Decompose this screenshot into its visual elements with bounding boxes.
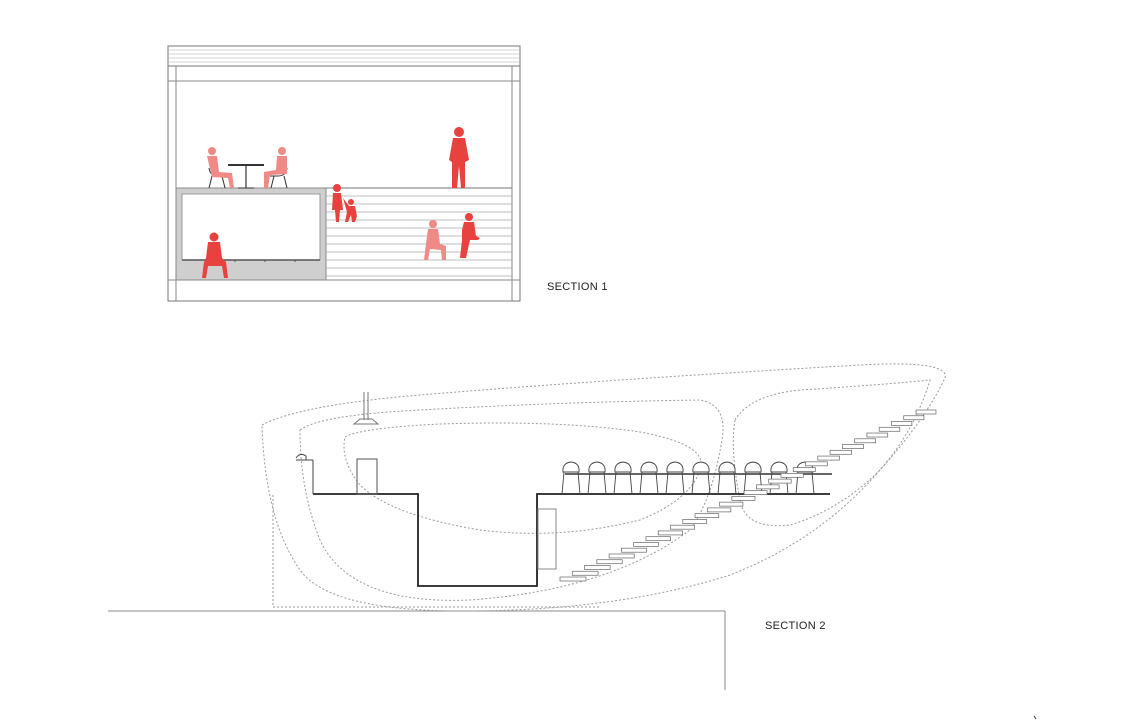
dotted-shell-outer — [261, 363, 946, 612]
chair — [795, 461, 815, 495]
person-adult-child — [332, 184, 357, 222]
stair-tread — [768, 478, 792, 484]
stair-tread — [854, 438, 877, 444]
section-2-drawing — [108, 363, 946, 690]
section-2-label: SECTION 2 — [765, 620, 826, 632]
appliance — [356, 458, 378, 495]
chair — [613, 461, 633, 495]
stair-tread — [841, 444, 864, 449]
stair-tread — [866, 432, 889, 438]
roof-band — [167, 45, 521, 67]
stair-treads — [559, 409, 937, 582]
sunken-room — [175, 187, 327, 281]
chair — [665, 461, 685, 495]
stair-tread — [645, 536, 671, 542]
chair — [561, 461, 581, 495]
chimney — [352, 392, 380, 425]
dotted-room-left — [343, 422, 702, 534]
chair — [717, 461, 737, 495]
person-seated-stairs-1 — [424, 220, 446, 260]
stair-tread — [596, 559, 623, 565]
person-seated-table-left — [207, 147, 234, 188]
person-standing — [449, 127, 469, 188]
person-seated-stairs-2 — [460, 213, 480, 258]
stair-tread — [756, 484, 780, 490]
stair-tread — [915, 409, 937, 415]
chair — [587, 461, 607, 495]
stair-lines — [326, 195, 512, 277]
stair-tread — [903, 415, 925, 421]
person-seated-table-right — [264, 147, 287, 188]
chair — [691, 461, 711, 495]
stair-tread — [878, 426, 901, 432]
stair-tread — [792, 467, 816, 472]
stair-tread — [780, 472, 804, 478]
stair-tread — [584, 565, 611, 570]
stair-tread — [559, 576, 587, 582]
stair-tread — [571, 570, 599, 576]
dotted-base — [272, 495, 600, 608]
stair-tread — [608, 553, 635, 559]
chair — [639, 461, 659, 495]
stair-tread — [621, 547, 647, 553]
stair-tread — [805, 461, 828, 467]
stair-tread — [719, 501, 744, 507]
stair-tread — [743, 490, 768, 495]
dotted-room-right — [732, 379, 931, 527]
stair-tread — [731, 496, 756, 501]
stair-tread — [817, 455, 840, 461]
section-1-drawing — [167, 45, 521, 302]
stair-tread — [670, 524, 695, 530]
stair-tread — [633, 542, 659, 547]
dotted-shell-inner — [299, 399, 724, 601]
stair-tread — [694, 513, 720, 519]
pit-bench — [537, 508, 557, 570]
stair-tread — [706, 507, 732, 513]
stair-tread — [891, 421, 913, 426]
stair-tread — [829, 449, 852, 455]
tap — [295, 453, 314, 494]
section-1-label: SECTION 1 — [547, 281, 608, 293]
dining-table — [228, 164, 264, 189]
stair-tread — [682, 519, 708, 524]
scale-tick — [1033, 715, 1037, 720]
person-seated-sunken — [202, 232, 228, 278]
stair-tread — [657, 530, 683, 536]
floor-profile — [313, 493, 830, 587]
